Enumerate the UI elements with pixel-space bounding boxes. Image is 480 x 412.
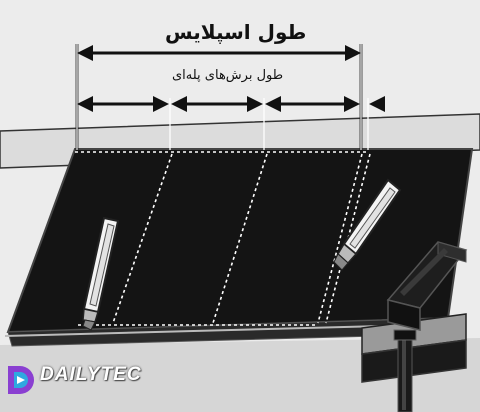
- watermark-logo: DAILYTEC: [2, 360, 141, 400]
- step-cut-arrows: [77, 96, 385, 112]
- extension-lines-outline: [75, 44, 363, 150]
- cut-lines: [75, 151, 371, 326]
- splice-length-label: طول اسپلایس: [165, 20, 307, 44]
- knife-right-icon: [333, 178, 402, 271]
- knife-left-icon: [82, 216, 120, 331]
- step-cut-length-label: طول برش‌های پله‌ای: [172, 68, 284, 83]
- watermark-text: DAILYTEC: [40, 364, 142, 385]
- clamp-icon: [361, 241, 468, 412]
- frame-bottom: [0, 338, 480, 412]
- extension-lines: [76, 44, 369, 150]
- logo-icon: [8, 366, 34, 394]
- step-cut-line-3: [317, 153, 363, 324]
- step-cut-line-4: [325, 153, 371, 324]
- splice-length-arrow: [77, 45, 361, 61]
